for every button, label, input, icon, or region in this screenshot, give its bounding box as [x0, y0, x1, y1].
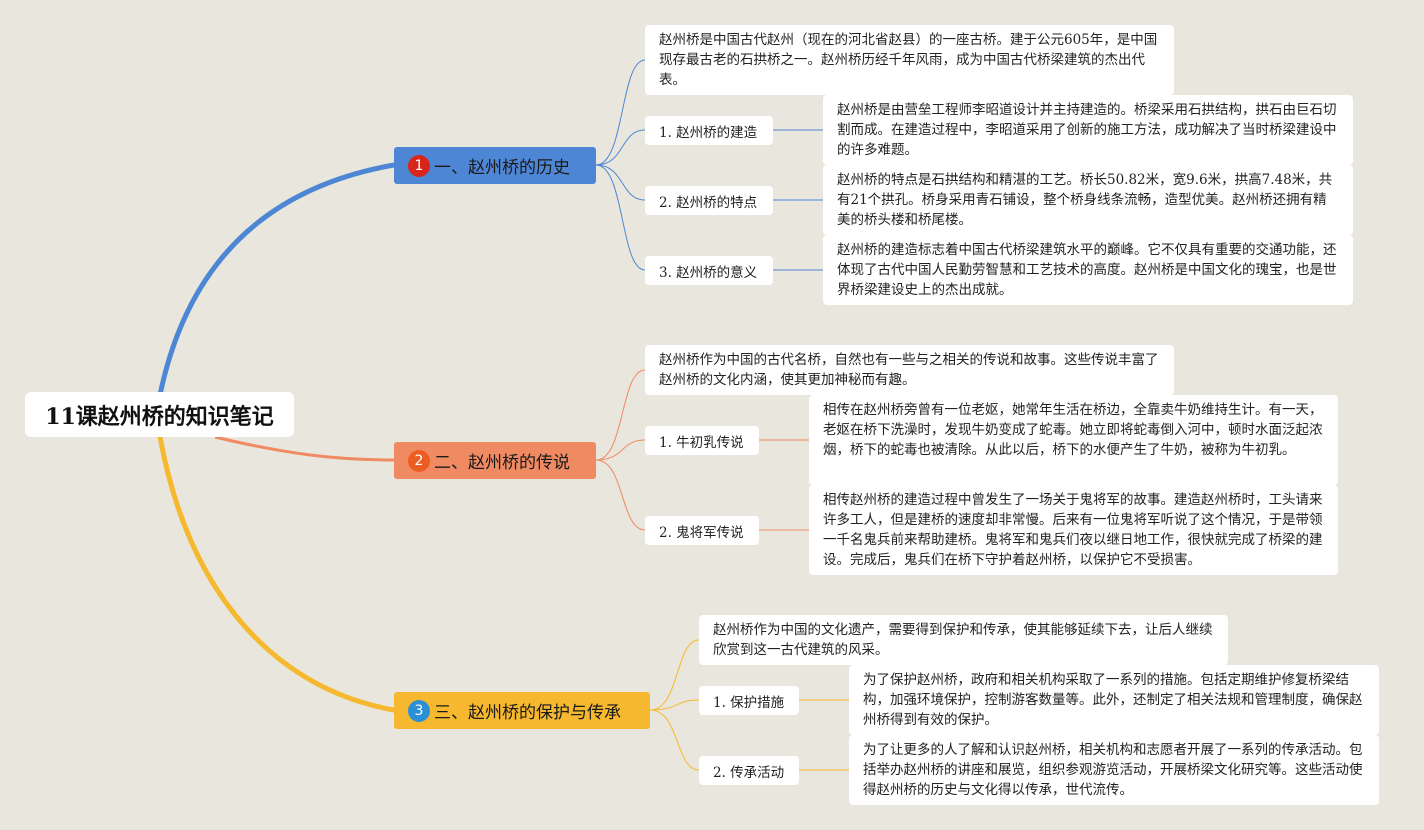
- number-badge-1: 1: [408, 154, 430, 177]
- history-item-construction[interactable]: 1. 赵州桥的建造: [645, 116, 773, 145]
- legends-item-ghost-general[interactable]: 2. 鬼将军传说: [645, 516, 759, 545]
- history-item-significance-detail[interactable]: 赵州桥的建造标志着中国古代桥梁建筑水平的巅峰。它不仅具有重要的交通功能，还体现了…: [823, 235, 1353, 305]
- connector-root-branch1: [157, 162, 397, 398]
- history-item-features-detail[interactable]: 赵州桥的特点是石拱结构和精湛的工艺。桥长50.82米，宽9.6米，拱高7.48米…: [823, 165, 1353, 235]
- connector-group-branch3: [649, 639, 849, 771]
- number-badge-3: 3: [408, 699, 430, 722]
- branch-protection-label: 三、赵州桥的保护与传承: [434, 703, 621, 723]
- history-item-features[interactable]: 2. 赵州桥的特点: [645, 186, 773, 215]
- branch-protection[interactable]: 3 三、赵州桥的保护与传承: [394, 692, 650, 729]
- history-item-significance[interactable]: 3. 赵州桥的意义: [645, 256, 773, 285]
- root-topic[interactable]: 11课赵州桥的知识笔记: [25, 392, 294, 437]
- branch-history-label: 一、赵州桥的历史: [434, 158, 570, 178]
- connector-root-branch3: [157, 434, 397, 713]
- history-intro[interactable]: 赵州桥是中国古代赵州（现在的河北省赵县）的一座古桥。建于公元605年，是中国现存…: [645, 25, 1174, 95]
- protection-intro[interactable]: 赵州桥作为中国的文化遗产，需要得到保护和传承，使其能够延续下去，让后人继续欣赏到…: [699, 615, 1228, 665]
- protection-item-measures-detail[interactable]: 为了保护赵州桥，政府和相关机构采取了一系列的措施。包括定期维护修复桥梁结构，加强…: [849, 665, 1379, 735]
- protection-item-measures[interactable]: 1. 保护措施: [699, 686, 799, 715]
- number-badge-2: 2: [408, 449, 430, 472]
- connector-root-branch2: [214, 435, 395, 462]
- legends-item-ghost-general-detail[interactable]: 相传赵州桥的建造过程中曾发生了一场关于鬼将军的故事。建造赵州桥时，工头请来许多工…: [809, 485, 1338, 575]
- history-item-construction-detail[interactable]: 赵州桥是由营垒工程师李昭道设计并主持建造的。桥梁采用石拱结构，拱石由巨石切割而成…: [823, 95, 1353, 165]
- branch-legends[interactable]: 2 二、赵州桥的传说: [394, 442, 596, 479]
- connector-group-branch2: [595, 369, 809, 531]
- legends-item-colostrum[interactable]: 1. 牛初乳传说: [645, 426, 759, 455]
- connector-group-branch1: [595, 59, 823, 271]
- legends-intro[interactable]: 赵州桥作为中国的古代名桥，自然也有一些与之相关的传说和故事。这些传说丰富了赵州桥…: [645, 345, 1174, 395]
- protection-item-activities[interactable]: 2. 传承活动: [699, 756, 799, 785]
- protection-item-activities-detail[interactable]: 为了让更多的人了解和认识赵州桥，相关机构和志愿者开展了一系列的传承活动。包括举办…: [849, 735, 1379, 805]
- branch-history[interactable]: 1 一、赵州桥的历史: [394, 147, 596, 184]
- legends-item-colostrum-detail[interactable]: 相传在赵州桥旁曾有一位老妪，她常年生活在桥边，全靠卖牛奶维持生计。有一天，老妪在…: [809, 395, 1338, 485]
- branch-legends-label: 二、赵州桥的传说: [434, 453, 570, 473]
